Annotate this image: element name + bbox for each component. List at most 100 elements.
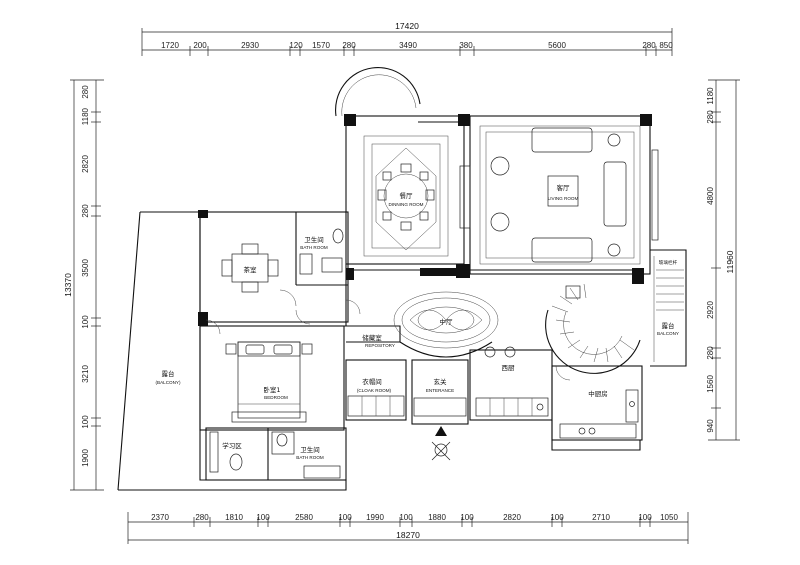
right-dim-2920: 2920 [706,301,715,319]
person-icon [434,443,448,457]
entrance: 玄关 ENTERANCE [413,377,467,461]
bottom-dim-100f: 100 [638,513,652,522]
armchair [490,156,510,176]
cloak-label-en: (CLOAK ROOM) [357,388,392,393]
west-kitchen-label: 西厨 [502,364,516,372]
living-room: 客厅 LIVING ROOM [479,125,659,265]
bedroom: 卧室1 BEDROOM [225,341,313,423]
right-dim-1560: 1560 [706,375,715,393]
repository-label: 储藏室 [362,333,382,342]
balcony-left: 露台 (BALCONY) [155,369,180,385]
entry-arrow-icon [435,426,447,436]
stair-post [565,285,581,299]
left-dim-280b: 280 [81,204,90,218]
left-dim-100a: 100 [81,315,90,329]
study-bath-walls [205,427,347,481]
dining-room-label-en: DINNING ROOM [389,202,424,207]
bedroom-label-en: BEDROOM [264,395,288,400]
dining-room: 餐厅 DINNING ROOM [363,135,471,257]
bath-top: 卫生间 BATH ROOM [299,228,344,275]
left-dimension-group: 280 1180 2820 280 3500 100 3210 100 1900… [63,79,104,491]
bedroom-label: 卧室1 [263,385,280,394]
living-floor-border [479,125,641,265]
kitchen-walls [551,365,643,441]
top-dim-850: 850 [659,41,673,50]
left-dim-100b: 100 [81,415,90,429]
bath-top-label: 卫生间 [304,235,324,244]
top-dim-120: 120 [289,41,303,50]
repository: 储藏室 REPOSITORY [362,333,395,348]
sink-icon [321,257,343,273]
entrance-walls [411,359,469,425]
toilet-icon [229,453,243,471]
bottom-dim-100c: 100 [399,513,413,522]
cloak-room: 衣帽间 (CLOAK ROOM) [347,377,405,417]
right-balcony-outline [650,249,687,367]
west-kitchen-walls [469,349,553,421]
right-segment-ticks [711,111,721,409]
coffee-table [547,175,579,207]
tv-cabinet [231,411,307,423]
balcony-left-label: 露台 [162,369,175,378]
top-dim-3490: 3490 [399,41,417,50]
balcony-right: 露台 BALCONY 玻璃栏杆 [656,259,684,336]
right-dim-4800: 4800 [706,187,715,205]
bottom-dim-2370: 2370 [151,513,169,522]
top-dim-1720: 1720 [161,41,179,50]
vanity-icon [303,465,341,479]
dining-floor-border [363,135,449,257]
doors [205,289,571,381]
stair-outer-arc [545,309,641,374]
shower-icon [271,431,295,455]
bay-window-arc [335,67,421,117]
armchair [490,212,510,232]
top-dim-1570: 1570 [312,41,330,50]
left-balcony-edge [117,211,141,491]
top-total-dim: 17420 [395,21,419,31]
living-window-unit [651,149,659,241]
living-sofa-bottom [531,237,593,263]
study-label: 学习区 [222,441,242,450]
top-dim-2930: 2930 [241,41,259,50]
right-dim-940: 940 [706,419,715,433]
bedroom-walls [199,325,345,431]
left-dim-3500: 3500 [81,259,90,277]
chinese-kitchen: 中厨房 [559,389,639,439]
bottom-dim-2710: 2710 [592,513,610,522]
living-room-label: 客厅 [557,183,571,192]
cloak-label: 衣帽间 [362,377,382,386]
left-total-dim: 13370 [63,273,73,297]
left-dim-280: 280 [81,85,90,99]
left-dim-1900: 1900 [81,449,90,467]
top-segment-ticks [189,46,657,56]
bottom-segment-ticks [193,517,651,527]
dining-table-octagon [375,147,437,251]
kitchen-label: 中厨房 [588,389,608,398]
building-outline [117,67,687,491]
bath-bottom-label: 卫生间 [300,445,320,454]
bottom-total-dim: 18270 [396,530,420,540]
left-segment-ticks [91,111,101,427]
tea-room-label: 茶室 [244,265,258,274]
bottom-dimension-group: 2370 280 1810 100 2580 100 1990 100 1880… [127,512,689,544]
toilet-icon [276,433,288,447]
study-area: 学习区 [209,431,243,473]
tea-room: 茶室 [221,243,279,293]
bottom-dim-280: 280 [195,513,209,522]
right-dim-1180: 1180 [706,87,715,105]
bottom-dim-100d: 100 [460,513,474,522]
glass-railing-label: 玻璃栏杆 [659,259,678,266]
bottom-dim-100a: 100 [256,513,270,522]
repository-label-en: REPOSITORY [365,343,395,348]
living-sofa-top [531,127,593,153]
kitchen-counter [559,423,637,439]
bottom-dim-1880: 1880 [428,513,446,522]
living-walls [469,115,651,275]
bottom-dim-1050: 1050 [660,513,678,522]
dining-room-label: 餐厅 [400,191,414,200]
balcony-right-label-en: BALCONY [657,331,679,336]
bottom-dim-100b: 100 [338,513,352,522]
shoe-cabinet [413,397,467,417]
